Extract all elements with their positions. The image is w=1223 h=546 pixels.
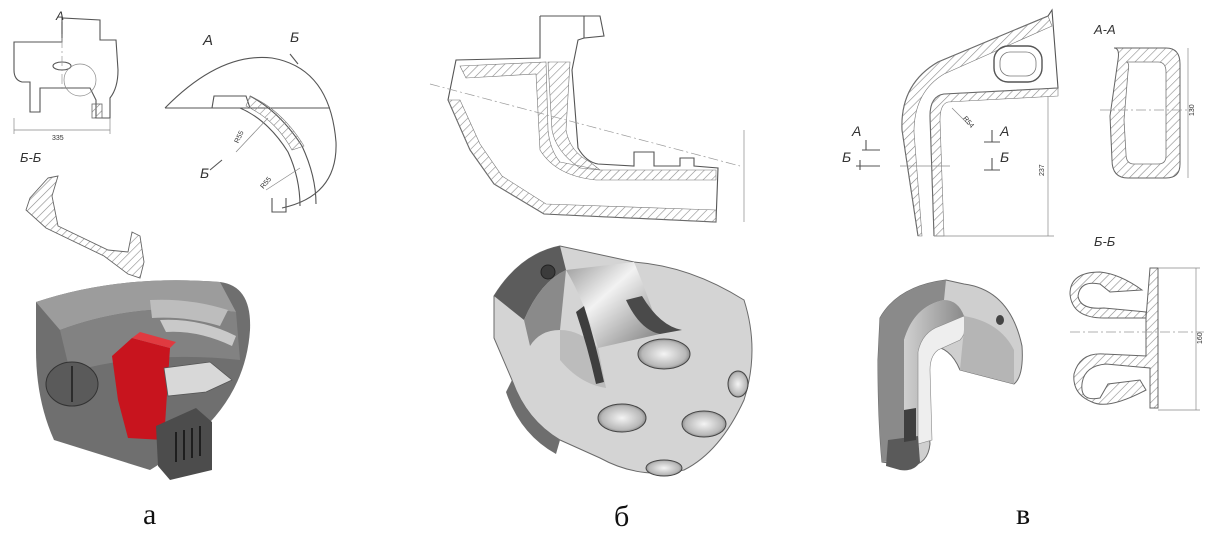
a-front-view: 335 А (13, 9, 119, 142)
dim-r54: R54 (961, 115, 975, 129)
dim-r2: R55 (260, 176, 274, 190)
label-b-mid: Б (1000, 149, 1009, 165)
dim-130: 130 (1189, 104, 1196, 116)
label-a-left: А (851, 123, 861, 139)
label-b-left: Б (842, 149, 851, 165)
label-section-aa: А-А (1093, 22, 1116, 37)
label-b-mark-2: Б (200, 165, 209, 181)
caption-v: в (1016, 498, 1031, 531)
label-section-bb: Б-Б (20, 150, 42, 165)
v-3d-view (877, 279, 1023, 471)
b-section-drawing (429, 15, 745, 223)
dim-237: 237 (1039, 164, 1046, 176)
b-3d-view (493, 245, 753, 477)
caption-a: а (143, 498, 157, 531)
label-b-mark-1: Б (290, 29, 299, 45)
red-part (112, 338, 170, 440)
label-a-mid: А (999, 123, 1009, 139)
label-section-bb-v: Б-Б (1094, 234, 1116, 249)
dim-width: 335 (52, 135, 64, 142)
caption-b: б (614, 500, 630, 533)
a-detail-view: А Б R55 R55 Б (164, 29, 337, 213)
v-main-view: R54 237 А Б А Б (842, 8, 1059, 237)
panel-v: R54 237 А Б А Б А-А 130 Б-Б 160 (842, 8, 1204, 471)
v-section-bb: Б-Б 160 (1069, 234, 1204, 411)
label-a-detail: А (202, 32, 213, 49)
a-3d-view (36, 280, 251, 480)
panel-b (429, 15, 753, 477)
a-section-bb: Б-Б (20, 150, 145, 279)
dim-160: 160 (1197, 332, 1204, 344)
panel-a: 335 А Б-Б А Б R55 R55 Б (13, 9, 337, 480)
v-section-aa: А-А 130 (1093, 22, 1196, 179)
dim-r1: R55 (234, 130, 246, 145)
label-a-top: А (55, 9, 64, 23)
